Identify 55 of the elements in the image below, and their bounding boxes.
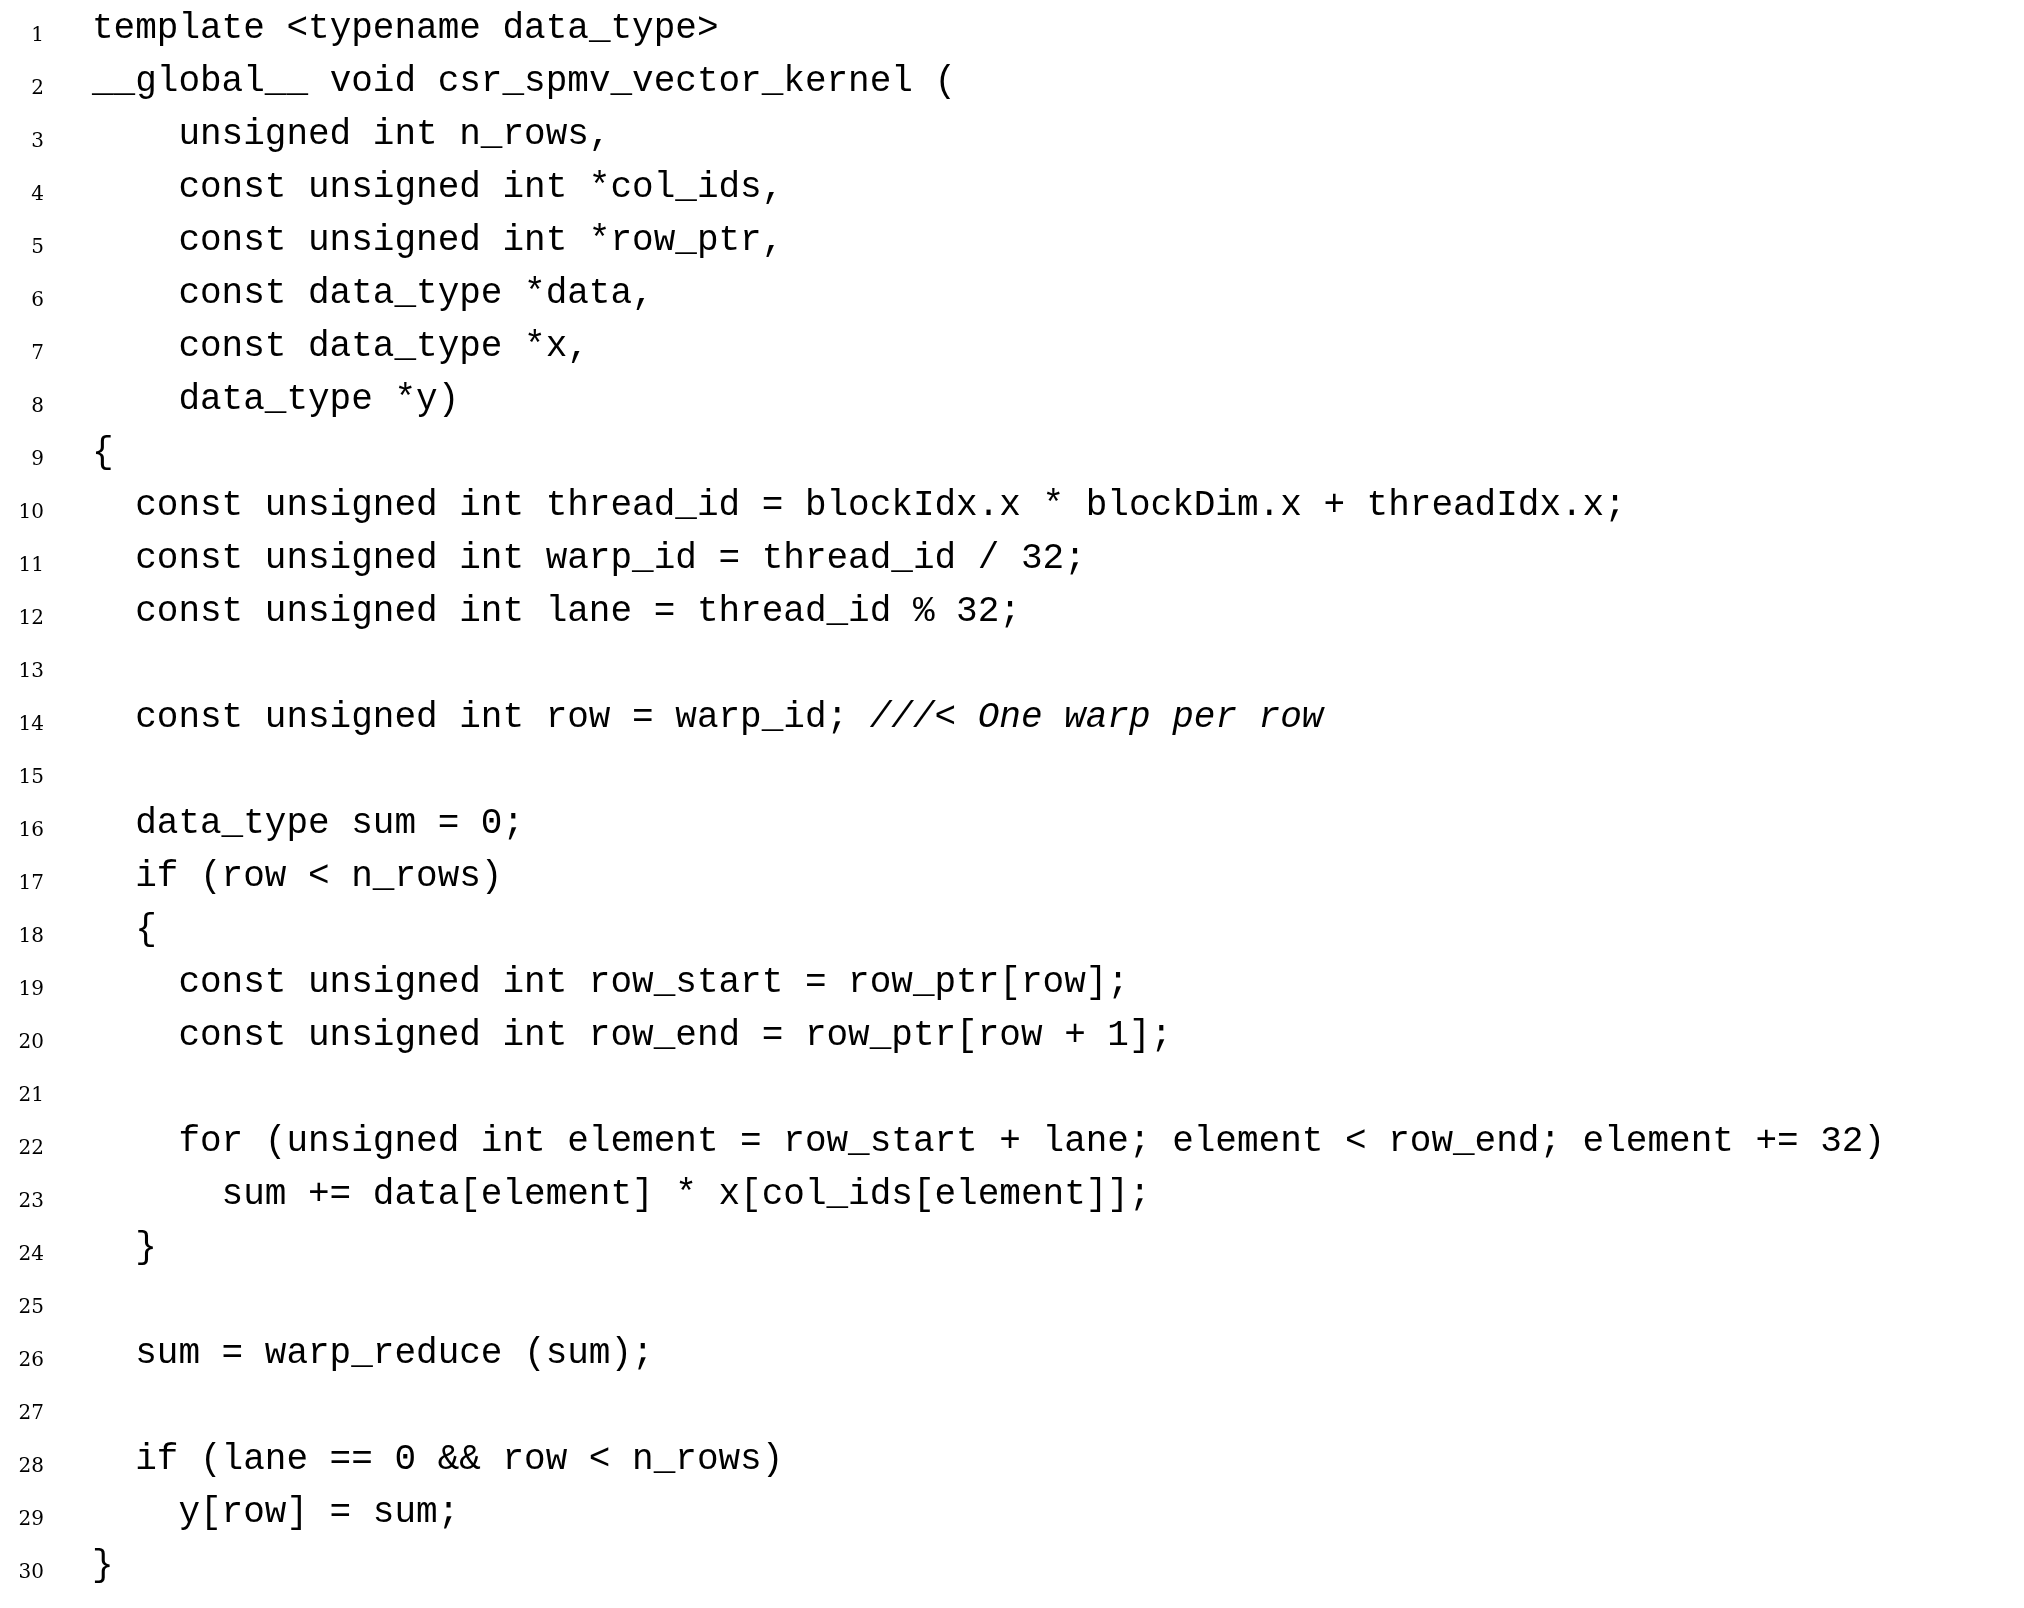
line-number: 16 [17, 817, 44, 841]
line-number: 9 [30, 446, 44, 470]
line-number: 12 [17, 605, 44, 629]
line-number: 14 [17, 711, 44, 735]
line-number: 15 [17, 764, 44, 788]
code-line: if (row < n_rows) [135, 856, 503, 897]
line-number: 3 [30, 128, 44, 152]
code-line: const unsigned int lane = thread_id % 32; [135, 591, 1021, 632]
code-line: const unsigned int thread_id = blockIdx.x * blockDim.x + threadIdx.x; [135, 485, 1626, 526]
code-line: unsigned int n_rows, [178, 114, 611, 155]
code-line: data_type sum = 0; [135, 803, 525, 844]
code-line: const unsigned int row_end = row_ptr[row + 1]; [178, 1015, 1173, 1056]
line-number: 6 [30, 287, 44, 311]
line-number: 8 [30, 393, 44, 417]
code-line: sum += data[element] * x[col_ids[element]]; [221, 1174, 1151, 1215]
code-line: const unsigned int row = warp_id; ///< One warp per row [135, 697, 1324, 738]
line-number: 20 [17, 1029, 44, 1053]
code-line: { [92, 432, 114, 473]
line-number: 17 [17, 870, 44, 894]
line-number: 25 [17, 1294, 44, 1318]
code-line: const data_type *x, [178, 326, 589, 367]
line-number: 7 [30, 340, 44, 364]
code-line: for (unsigned int element = row_start + lane; element < row_end; element += 32) [178, 1121, 1886, 1162]
line-number: 10 [17, 499, 44, 523]
code-line: if (lane == 0 && row < n_rows) [135, 1439, 784, 1480]
code-line: template <typename data_type> [92, 8, 719, 49]
code-line: data_type *y) [178, 379, 460, 420]
code-line: const unsigned int row_start = row_ptr[row]; [178, 962, 1129, 1003]
line-number: 4 [30, 181, 44, 205]
code-line: const unsigned int *row_ptr, [178, 220, 784, 261]
line-number: 13 [17, 658, 44, 682]
line-number: 22 [17, 1135, 44, 1159]
line-number: 24 [17, 1241, 44, 1265]
line-number: 18 [17, 923, 44, 947]
line-number: 2 [30, 75, 44, 99]
line-number: 19 [17, 976, 44, 1000]
line-number: 29 [17, 1506, 44, 1530]
line-number: 21 [17, 1082, 44, 1106]
code-line: } [135, 1227, 157, 1268]
line-number: 11 [17, 552, 44, 576]
code-line: } [92, 1545, 114, 1586]
line-number: 28 [17, 1453, 44, 1477]
line-number: 27 [17, 1400, 44, 1424]
line-number: 5 [30, 234, 44, 258]
code-line: const unsigned int warp_id = thread_id / 32; [135, 538, 1086, 579]
code-line: y[row] = sum; [178, 1492, 460, 1533]
code-line: __global__ void csr_spmv_vector_kernel ( [92, 61, 957, 102]
line-number: 26 [17, 1347, 44, 1371]
code-line: const unsigned int *col_ids, [178, 167, 784, 208]
line-number: 30 [17, 1559, 44, 1583]
line-number: 1 [30, 22, 44, 46]
code-line: sum = warp_reduce (sum); [135, 1333, 654, 1374]
code-line: const data_type *data, [178, 273, 654, 314]
code-line: { [135, 909, 157, 950]
line-number: 23 [17, 1188, 44, 1212]
